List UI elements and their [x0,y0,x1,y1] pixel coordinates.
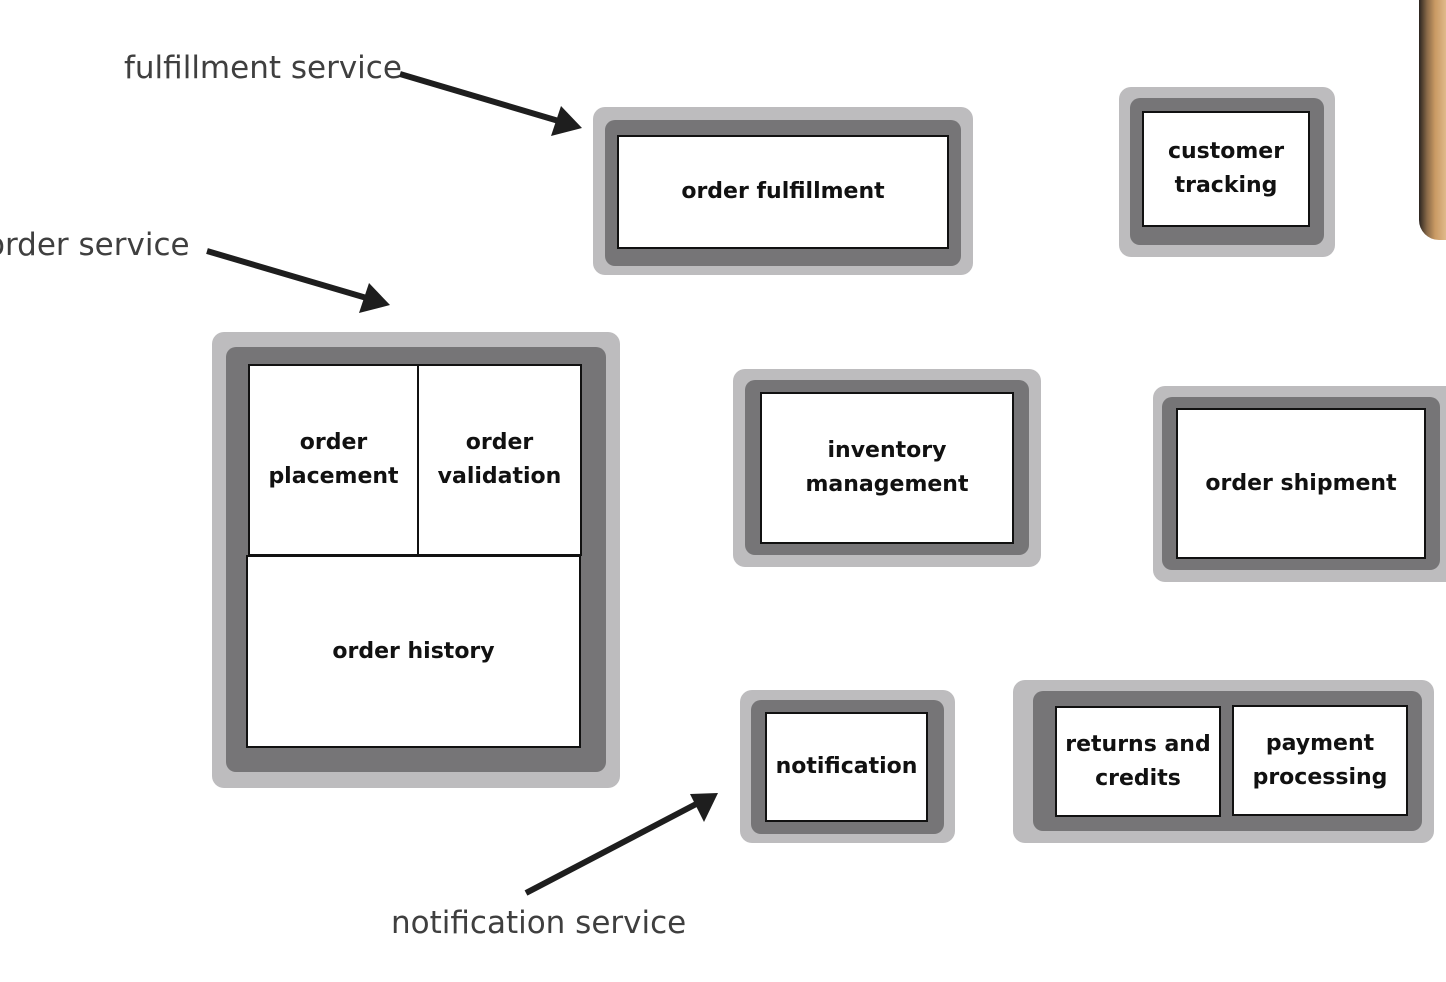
order-fulfillment-box: order fulfillment [617,135,949,249]
order-service-label: order service [0,227,190,263]
payment-processing-box: payment processing [1232,705,1408,816]
notification-box: notification [765,712,928,822]
fulfillment-service-label: fulfillment service [124,50,402,86]
order-shipment-box: order shipment [1176,408,1426,559]
inventory-management-box: inventory management [760,392,1014,544]
presenter-photo-edge [1419,0,1446,240]
returns-and-credits-box: returns and credits [1055,706,1221,817]
fulfillment-arrow [399,71,582,136]
order-history-box: order history [246,555,581,748]
customer-tracking-box: customer tracking [1142,111,1310,227]
order-validation-box: order validation [417,364,582,556]
order-placement-box: order placement [248,364,419,556]
notification-service-label: notification service [391,905,687,941]
order-service-arrow [206,248,390,313]
notification-arrow [524,793,718,896]
